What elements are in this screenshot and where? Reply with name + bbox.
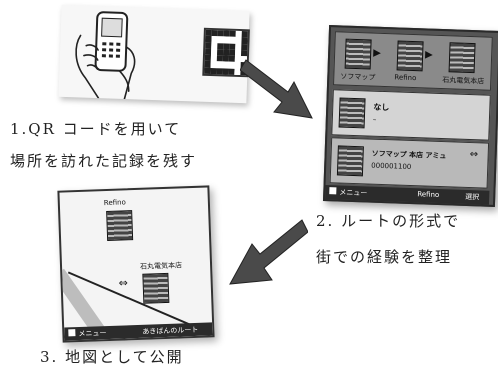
row-none-label: なし xyxy=(373,102,390,113)
menu-key-icon xyxy=(329,187,337,195)
map-roads xyxy=(59,268,211,341)
arrow-right-icon: ▶ xyxy=(424,49,434,61)
select-softkey[interactable]: 選択 xyxy=(465,192,480,202)
arrow-right-icon: ▶ xyxy=(372,47,382,59)
step1-caption-line2: 場所を訪れた記録を残す xyxy=(10,152,198,170)
route-row-item[interactable]: ソフマップ 本店 アミュ 000001100 ⇔ xyxy=(329,137,490,189)
step3-caption: 3. 地図として公開 xyxy=(40,348,184,366)
double-arrow-icon: ⇔ xyxy=(469,149,479,161)
double-arrow-icon: ⇔ xyxy=(118,276,129,290)
row-dash: – xyxy=(372,115,377,124)
thumb-label-1: ソフマップ xyxy=(340,72,376,82)
map-route-softkey[interactable]: あきばんのルート xyxy=(142,325,199,336)
route-row-none[interactable]: なし – xyxy=(331,89,491,141)
map-menu-softkey[interactable]: メニュー xyxy=(78,329,107,339)
step1-caption-line1: 1.QR コードを用いて xyxy=(10,120,182,138)
thumb-label-3: 石丸電気本店 xyxy=(442,76,485,86)
building-icon xyxy=(336,145,364,177)
row-item-code: 000001100 xyxy=(371,161,412,172)
route-thumbnail-strip: ▶ ▶ ソフマップ Refino 石丸電気本店 xyxy=(333,31,493,91)
building-icon xyxy=(338,97,366,129)
phone-icon xyxy=(94,11,129,72)
hand-icon xyxy=(75,34,136,100)
building-icon xyxy=(448,42,476,74)
map-place-bottom-label: 石丸電気本店 xyxy=(139,261,183,271)
hand-phone-illustration xyxy=(75,11,136,100)
center-softkey[interactable]: Refino xyxy=(417,190,440,199)
building-icon[interactable] xyxy=(106,210,134,241)
building-icon[interactable] xyxy=(142,272,170,304)
building-icon xyxy=(344,38,372,70)
menu-key-icon xyxy=(68,329,76,337)
map-screen: Refino 石丸電気本店 ⇔ メニュー あきばんのルート xyxy=(57,185,215,343)
step2-caption-line2: 街での経験を整理 xyxy=(316,248,453,266)
menu-softkey[interactable]: メニュー xyxy=(339,188,368,198)
map-place-top-label: Refino xyxy=(103,198,126,208)
qr-scan-panel xyxy=(58,4,250,104)
arrow-down-right-icon xyxy=(240,59,313,119)
building-icon xyxy=(396,40,424,72)
row-item-title: ソフマップ 本店 アミュ xyxy=(371,149,447,161)
softkey-bar: メニュー Refino 選択 xyxy=(325,185,490,205)
thumb-label-2: Refino xyxy=(394,73,417,83)
step2-caption-line1: 2. ルートの形式で xyxy=(316,212,461,230)
arrow-down-left-icon xyxy=(229,219,308,285)
route-list-screen: ▶ ▶ ソフマップ Refino 石丸電気本店 なし – ソフマップ 本店 アミ… xyxy=(322,25,498,207)
